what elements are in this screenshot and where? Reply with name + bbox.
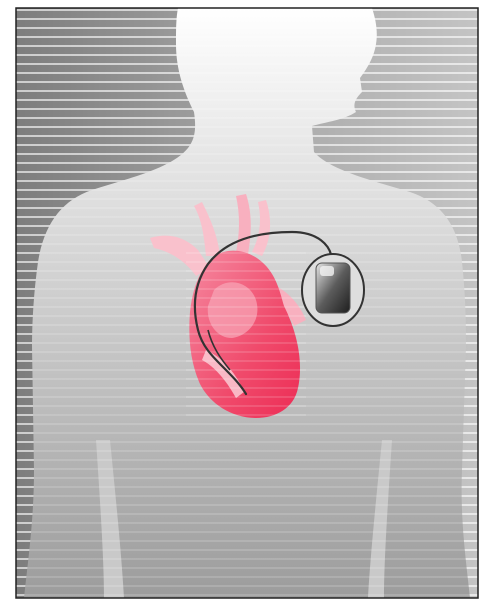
pacemaker-icon [302,254,364,326]
